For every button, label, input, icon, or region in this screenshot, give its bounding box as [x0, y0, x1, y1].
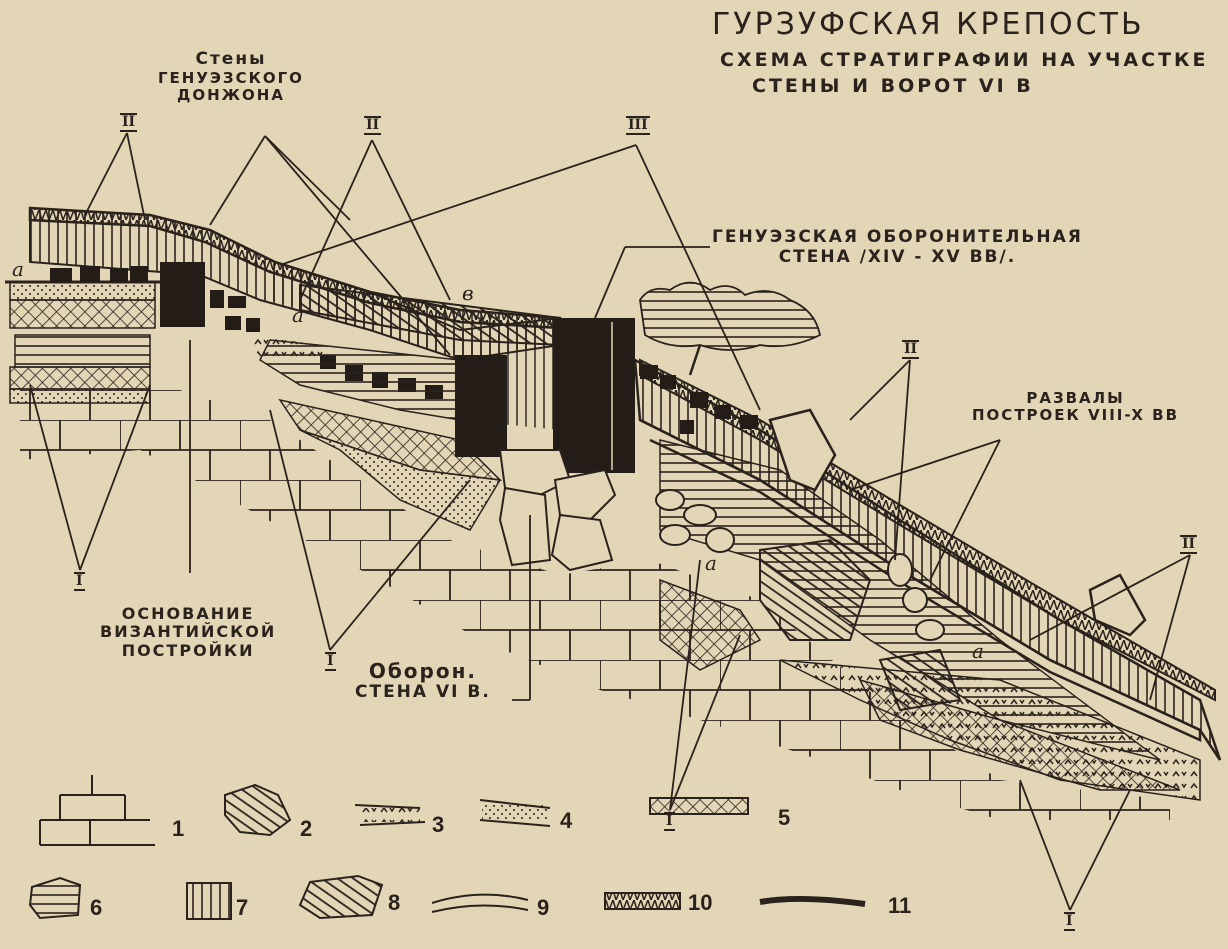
central-section — [270, 262, 635, 572]
callout-byzantine-base-line-2: византийской — [100, 622, 277, 642]
marker-a: а — [705, 551, 717, 575]
marker-II: II — [902, 340, 920, 360]
legend-5-crosshatch — [649, 797, 749, 815]
boulder — [1088, 573, 1147, 637]
legend-7-vertical — [186, 882, 232, 920]
callout-donjon-walls: Стены генуэзского донжона — [158, 49, 304, 104]
marker-I: I — [664, 812, 675, 832]
marker-a: а — [972, 639, 984, 663]
marker-I: I — [325, 652, 336, 672]
legend-number-7: 7 — [236, 895, 249, 920]
tree — [639, 281, 822, 351]
legend-11-thick-line — [759, 895, 866, 907]
legend-6-horizontal — [28, 876, 82, 920]
marker-a: а — [292, 303, 304, 327]
right-slope-strata — [633, 281, 1222, 801]
legend-9-double-line — [431, 893, 529, 913]
callout-donjon-walls-line-1: Стены — [195, 49, 267, 69]
callout-byzantine-base: Основание византийской постройки — [100, 604, 277, 660]
legend-1-brick — [39, 775, 155, 846]
callout-ruins: Развалы построек VIII-X вв — [972, 389, 1180, 425]
marker-II: II — [1180, 535, 1198, 555]
defense-wall-vi-block — [455, 355, 507, 457]
callout-donjon-walls-line-3: донжона — [176, 85, 285, 104]
callout-genoese-wall: Генуэзская оборонительная стена /XIV - X… — [712, 227, 1083, 267]
genoese-wall-block — [553, 318, 635, 473]
legend-number-5: 5 — [778, 805, 791, 830]
legend-number-6: 6 — [90, 895, 103, 920]
donjon-wall-block — [160, 262, 205, 327]
legend-number-1: 1 — [172, 816, 185, 841]
legend-4-dotted — [479, 799, 551, 827]
legend-number-4: 4 — [560, 808, 573, 833]
legend-number-8: 8 — [388, 890, 401, 915]
callout-defense-wall-line-2: стена VI в. — [355, 682, 491, 702]
callout-genoese-wall-line-1: Генуэзская оборонительная — [712, 227, 1083, 247]
legend-2-rubble — [224, 783, 292, 837]
marker-II: II — [120, 113, 138, 133]
rubble-heap — [759, 538, 872, 641]
marker-v: в — [462, 281, 474, 305]
callout-defense-wall: Оборон. стена VI в. — [355, 660, 491, 703]
legend-10-zigzag — [604, 892, 681, 910]
callout-ruins-line-2: построек VIII-X вв — [972, 406, 1180, 425]
marker-a: а — [12, 257, 24, 281]
marker-I: I — [74, 572, 85, 592]
legend-number-11: 11 — [888, 893, 912, 918]
callout-ruins-line-1: Развалы — [1026, 389, 1125, 407]
boulder — [768, 408, 837, 492]
diagram-subtitle-line-2: стены и ворот VI в — [752, 75, 1034, 97]
legend-number-3: 3 — [432, 812, 445, 837]
legend-number-9: 9 — [537, 895, 550, 920]
callout-donjon-walls-line-2: генуэзского — [158, 68, 304, 87]
legend-number-10: 10 — [688, 890, 713, 915]
callout-genoese-wall-line-2: стена /XIV - XV вв/. — [778, 246, 1017, 267]
legend-8-diagonal — [298, 874, 384, 920]
callout-defense-wall-line-1: Оборон. — [368, 659, 477, 683]
legend-symbols — [28, 775, 866, 920]
marker-I: I — [1064, 912, 1075, 932]
diagram-subtitle-line-1: Схема стратиграфии на участке — [720, 49, 1209, 71]
leader-lines — [29, 132, 1191, 911]
diagram-title: Гурзуфская крепость — [712, 7, 1145, 42]
marker-III: III — [626, 116, 650, 136]
legend-3-chevron — [354, 804, 426, 826]
marker-II: II — [364, 116, 382, 136]
legend-number-2: 2 — [300, 816, 313, 841]
callout-byzantine-base-line-3: постройки — [121, 640, 255, 660]
callout-byzantine-base-line-1: Основание — [121, 604, 255, 623]
